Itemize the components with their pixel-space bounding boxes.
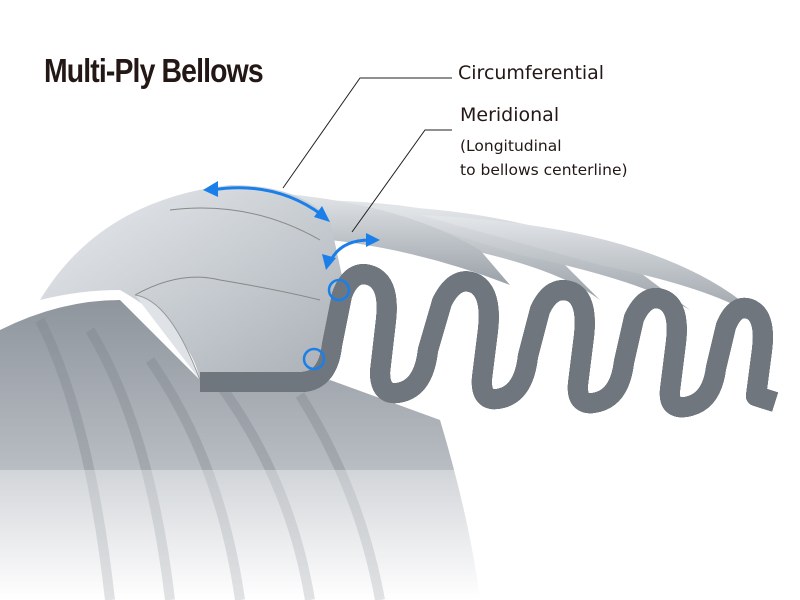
bellows-convolutions	[200, 274, 775, 407]
meridional-note: (Longitudinal to bellows centerline)	[460, 134, 628, 182]
meridional-note-line1: (Longitudinal	[460, 137, 562, 155]
circumferential-leader-line	[282, 77, 452, 189]
bellows-inner-body	[0, 300, 800, 600]
meridional-arrow-icon	[322, 233, 380, 270]
ply-detail-circle-icon	[302, 347, 326, 371]
circumferential-label: Circumferential	[458, 62, 605, 84]
outer-ply-surface	[40, 185, 345, 380]
meridional-leader-line	[351, 129, 452, 233]
ply-detail-circle-icon	[327, 278, 351, 302]
diagram-title: Multi-Ply Bellows	[44, 52, 264, 89]
meridional-label: Meridional	[460, 104, 560, 126]
circumferential-arrow-icon	[203, 181, 330, 222]
meridional-note-line2: to bellows centerline)	[460, 161, 628, 179]
